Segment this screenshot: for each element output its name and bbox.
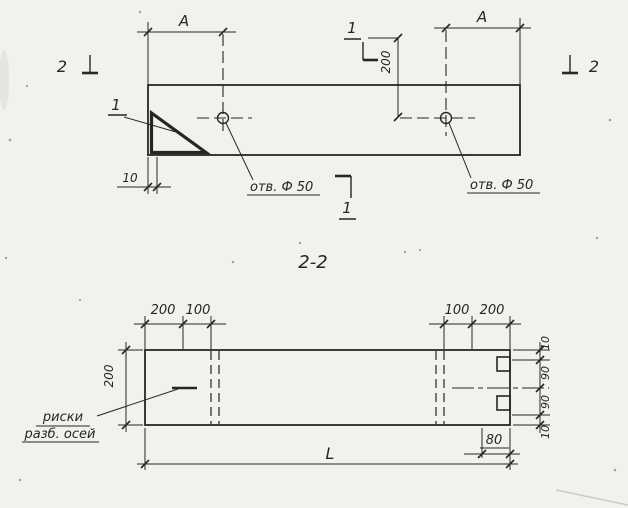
scan-speckle xyxy=(403,250,407,254)
dim-top-left-100: 100 xyxy=(186,303,211,318)
dim-10-label: 10 xyxy=(122,171,138,185)
dim-length-label: L xyxy=(326,444,335,463)
dim-tick xyxy=(439,319,449,329)
scan-speckle xyxy=(4,256,8,260)
scan-speckle xyxy=(613,468,617,472)
corner-triangle-detail xyxy=(149,109,211,155)
scan-speckle xyxy=(608,118,612,122)
dim-tick xyxy=(505,319,515,329)
hole-right-leader xyxy=(448,122,472,179)
axes-leader-line xyxy=(96,388,179,417)
dim-tick xyxy=(121,345,131,355)
dim-tick xyxy=(218,27,228,37)
notch-top xyxy=(496,356,511,372)
dim-tick xyxy=(393,33,403,43)
dim-tick xyxy=(515,23,525,33)
dim-a-left-label: A xyxy=(178,12,189,30)
dim-left-height-label: 200 xyxy=(102,364,116,387)
scan-speckle xyxy=(298,241,302,245)
dim-right-90-lower: 90 xyxy=(539,395,552,409)
dim-tick xyxy=(441,23,451,33)
dim-tick xyxy=(143,27,153,37)
dim-tick xyxy=(393,112,403,122)
beam-outline xyxy=(147,84,521,156)
dim-tick xyxy=(535,410,545,420)
section-view-2-2: 2-2 200 100 100 200 xyxy=(22,252,552,470)
dim-tick xyxy=(152,182,162,192)
dim-top-right-200: 200 xyxy=(480,303,505,318)
detail-mark-label: 1 xyxy=(111,96,121,114)
hole-right-label: отв. Ф 50 xyxy=(470,178,533,193)
hole-left-leader xyxy=(225,122,254,181)
dim-tick xyxy=(535,355,545,365)
detail-leader-line xyxy=(123,116,177,133)
dim-tick xyxy=(143,182,153,192)
top-view: 1 A A 200 1 1 xyxy=(57,8,599,220)
dim-top-left-200: 200 xyxy=(151,303,176,318)
dim-tick xyxy=(477,449,487,459)
scan-speckle xyxy=(231,260,235,264)
scan-speckle xyxy=(138,10,142,14)
section-view-title: 2-2 xyxy=(298,252,327,273)
scan-artifacts xyxy=(0,10,628,506)
axes-label-line2: разб. осей xyxy=(24,427,96,442)
dim-a-right-label: A xyxy=(476,8,487,26)
hole-left-label: отв. Ф 50 xyxy=(250,180,313,195)
dim-tick xyxy=(140,459,150,469)
scan-speckle xyxy=(25,84,29,88)
axes-label-line1: риски xyxy=(42,410,83,425)
scan-speckle xyxy=(78,298,82,302)
scan-speckle xyxy=(18,478,22,482)
notch-bottom xyxy=(496,395,511,411)
scan-scratch xyxy=(555,489,628,506)
dim-200-label: 200 xyxy=(379,50,393,73)
dim-tick xyxy=(467,319,477,329)
dim-right-10-top: 10 xyxy=(539,336,552,350)
dim-tick xyxy=(121,420,131,430)
scan-speckle xyxy=(595,236,599,240)
dim-tick xyxy=(206,319,216,329)
section-outline xyxy=(144,349,511,426)
dim-top-right-100: 100 xyxy=(445,303,470,318)
section-1-top-label: 1 xyxy=(347,19,357,37)
dim-tick xyxy=(535,383,545,393)
dim-80-label: 80 xyxy=(486,433,503,448)
scan-speckle xyxy=(418,248,422,252)
dim-tick xyxy=(505,459,515,469)
dim-tick xyxy=(178,319,188,329)
section-2-left-label: 2 xyxy=(57,57,67,76)
dim-tick xyxy=(140,319,150,329)
dim-tick xyxy=(535,345,545,355)
section-2-right-label: 2 xyxy=(589,57,599,76)
scan-smudge xyxy=(0,50,9,110)
dim-right-90-upper: 90 xyxy=(539,366,552,380)
dim-tick xyxy=(535,420,545,430)
scan-speckle xyxy=(8,138,12,142)
section-1-bottom-label: 1 xyxy=(342,199,352,217)
dim-right-10-bottom: 10 xyxy=(539,425,552,439)
